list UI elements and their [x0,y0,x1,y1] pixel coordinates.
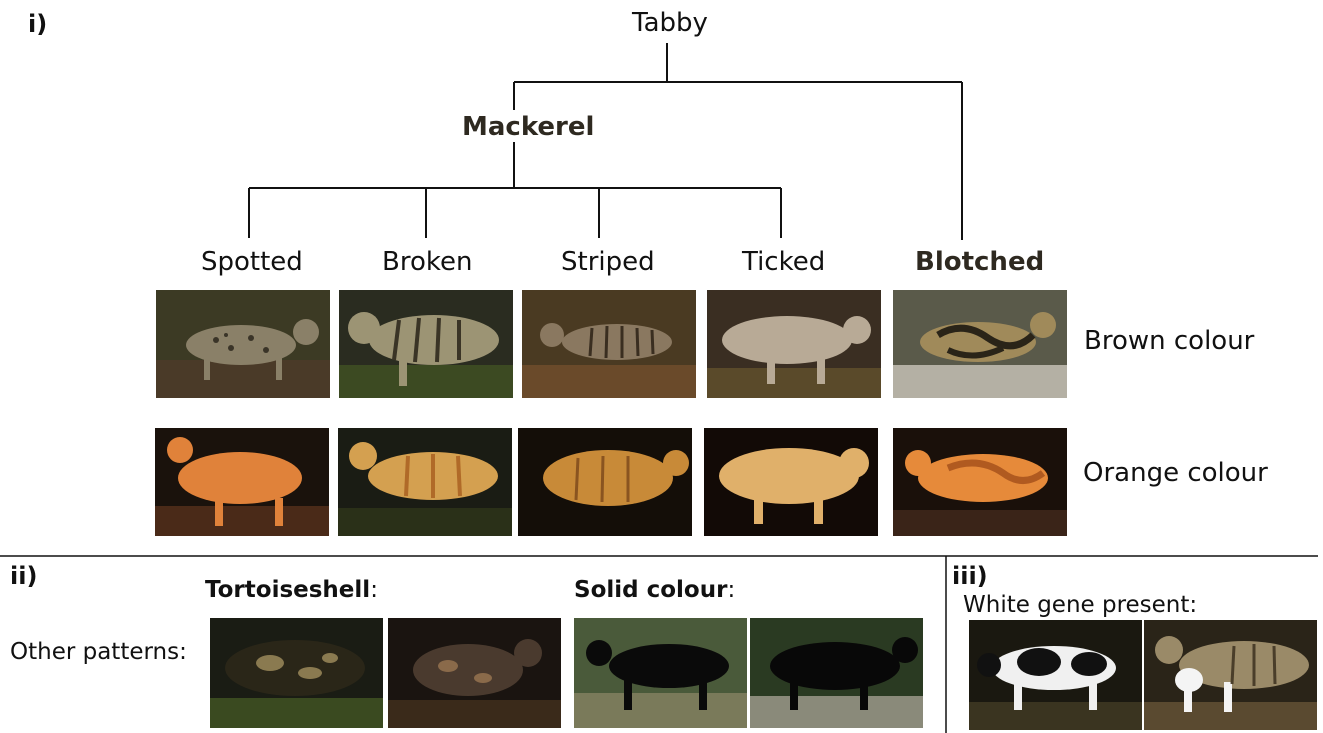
solid-colour-colon: : [727,577,735,603]
photo-broken-brown [339,290,513,398]
panel-label-i: i) [28,10,47,38]
solid-colour-text: Solid colour [574,577,727,603]
photo-spotted-brown [156,290,330,398]
photo-blotched-brown [893,290,1067,398]
tabby-label: Tabby [632,10,708,36]
brown-colour-label: Brown colour [1084,328,1254,354]
blotched-label: Blotched [915,249,1044,275]
photo-white-gene-1 [969,620,1142,730]
tortoiseshell-heading: Tortoiseshell: [205,579,378,602]
tortoiseshell-text: Tortoiseshell [205,577,370,603]
orange-colour-label: Orange colour [1083,460,1268,486]
spotted-label: Spotted [201,249,303,275]
photo-striped-orange [518,428,692,536]
photo-tortoiseshell-2 [388,618,561,728]
photo-blotched-orange [893,428,1067,536]
white-gene-label: White gene present: [963,594,1197,617]
photo-broken-orange [338,428,512,536]
photo-solid-2 [750,618,923,728]
panel-label-ii: ii) [10,562,37,590]
ticked-label: Ticked [742,249,825,275]
photo-spotted-orange [155,428,329,536]
photo-white-gene-2 [1144,620,1317,730]
photo-tortoiseshell-1 [210,618,383,728]
photo-striped-brown [522,290,696,398]
photo-solid-1 [574,618,747,728]
photo-ticked-brown [707,290,881,398]
photo-ticked-orange [704,428,878,536]
mackerel-label: Mackerel [462,114,594,140]
other-patterns-label: Other patterns: [10,641,187,664]
tortoiseshell-colon: : [370,577,378,603]
broken-label: Broken [382,249,472,275]
panel-label-iii: iii) [952,562,988,590]
striped-label: Striped [561,249,655,275]
solid-colour-heading: Solid colour: [574,579,735,602]
